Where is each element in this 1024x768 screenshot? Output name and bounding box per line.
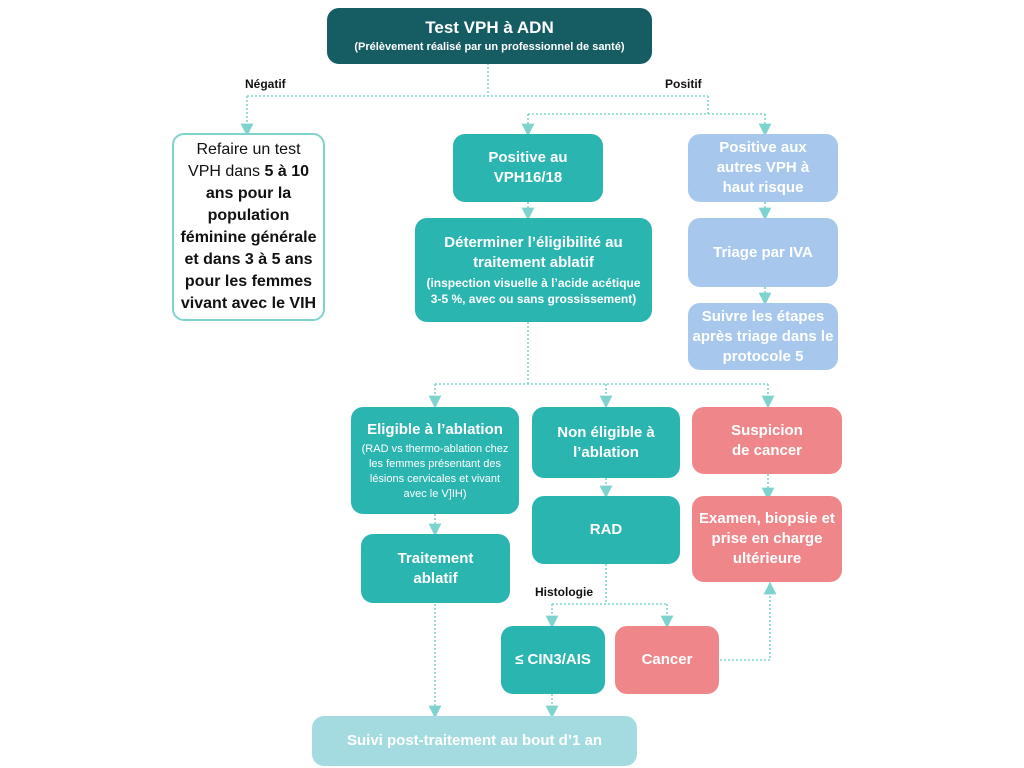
rad-box: RAD xyxy=(532,496,680,564)
test-vph-box: Test VPH à ADN (Prélèvement réalisé par … xyxy=(327,8,652,64)
triage-iva-label: Triage par IVA xyxy=(713,243,813,261)
suspicion-cancer-label: Suspicion de cancer xyxy=(731,421,803,459)
cancer-box: Cancer xyxy=(615,626,719,694)
suspicion-cancer-box: Suspicion de cancer xyxy=(692,407,842,474)
traitement-ablatif-box: Traitement ablatif xyxy=(361,534,510,603)
positive-autres-vph-box: Positive aux autres VPH à haut risque xyxy=(688,134,838,202)
positive-vph1618-box: Positive au VPH16/18 xyxy=(453,134,603,202)
suivi-post-traitement-label: Suivi post-traitement au bout d’1 an xyxy=(346,732,603,749)
eligible-ablation-detail: (RAD vs thermo-ablation chez les femmes … xyxy=(361,442,509,500)
suivre-etapes-box: Suivre les étapes après triage dans le p… xyxy=(688,303,838,370)
label-negatif: Négatif xyxy=(245,77,286,91)
suivi-post-traitement-box: Suivi post-traitement au bout d’1 an xyxy=(312,716,637,766)
non-eligible-box: Non éligible à l’ablation xyxy=(532,407,680,478)
refaire-test-box: Refaire un test VPH dans 5 à 10 ans pour… xyxy=(172,133,325,321)
label-histologie: Histologie xyxy=(535,585,594,599)
suivre-etapes-label: Suivre les étapes après triage dans le p… xyxy=(692,307,834,365)
positive-autres-vph-label: Positive aux autres VPH à haut risque xyxy=(716,139,810,196)
eligibilite-title: Déterminer l’éligibilité au traitement a… xyxy=(444,234,623,271)
traitement-ablatif-label: Traitement ablatif xyxy=(397,549,474,587)
cin3-label: ≤ CIN3/AIS xyxy=(515,651,591,668)
connector-cancer-to-examen xyxy=(720,581,777,661)
rad-label: RAD xyxy=(589,521,623,538)
label-positif: Positif xyxy=(665,77,702,91)
positive-vph1618-label: Positive au VPH16/18 xyxy=(488,149,568,186)
examen-box: Examen, biopsie et prise en charge ultér… xyxy=(692,496,842,582)
eligibilite-box: Déterminer l’éligibilité au traitement a… xyxy=(415,218,652,322)
refaire-bold-text: 5 à 10 ans pour la population féminine g… xyxy=(180,163,317,312)
triage-iva-box: Triage par IVA xyxy=(688,218,838,287)
test-vph-title: Test VPH à ADN xyxy=(425,18,554,37)
non-eligible-label: Non éligible à l’ablation xyxy=(557,423,655,461)
eligible-ablation-box: Eligible à l’ablation (RAD vs thermo-abl… xyxy=(351,407,519,514)
refaire-text: Refaire un test VPH dans xyxy=(188,141,301,180)
cancer-label: Cancer xyxy=(641,651,693,668)
examen-label: Examen, biopsie et prise en charge ultér… xyxy=(699,510,835,567)
test-vph-subtitle: (Prélèvement réalisé par un professionne… xyxy=(354,41,625,53)
eligibilite-detail: (inspection visuelle à l’acide acétique … xyxy=(426,276,641,306)
cin3-box: ≤ CIN3/AIS xyxy=(501,626,605,694)
eligible-ablation-title: Eligible à l’ablation xyxy=(367,420,503,438)
